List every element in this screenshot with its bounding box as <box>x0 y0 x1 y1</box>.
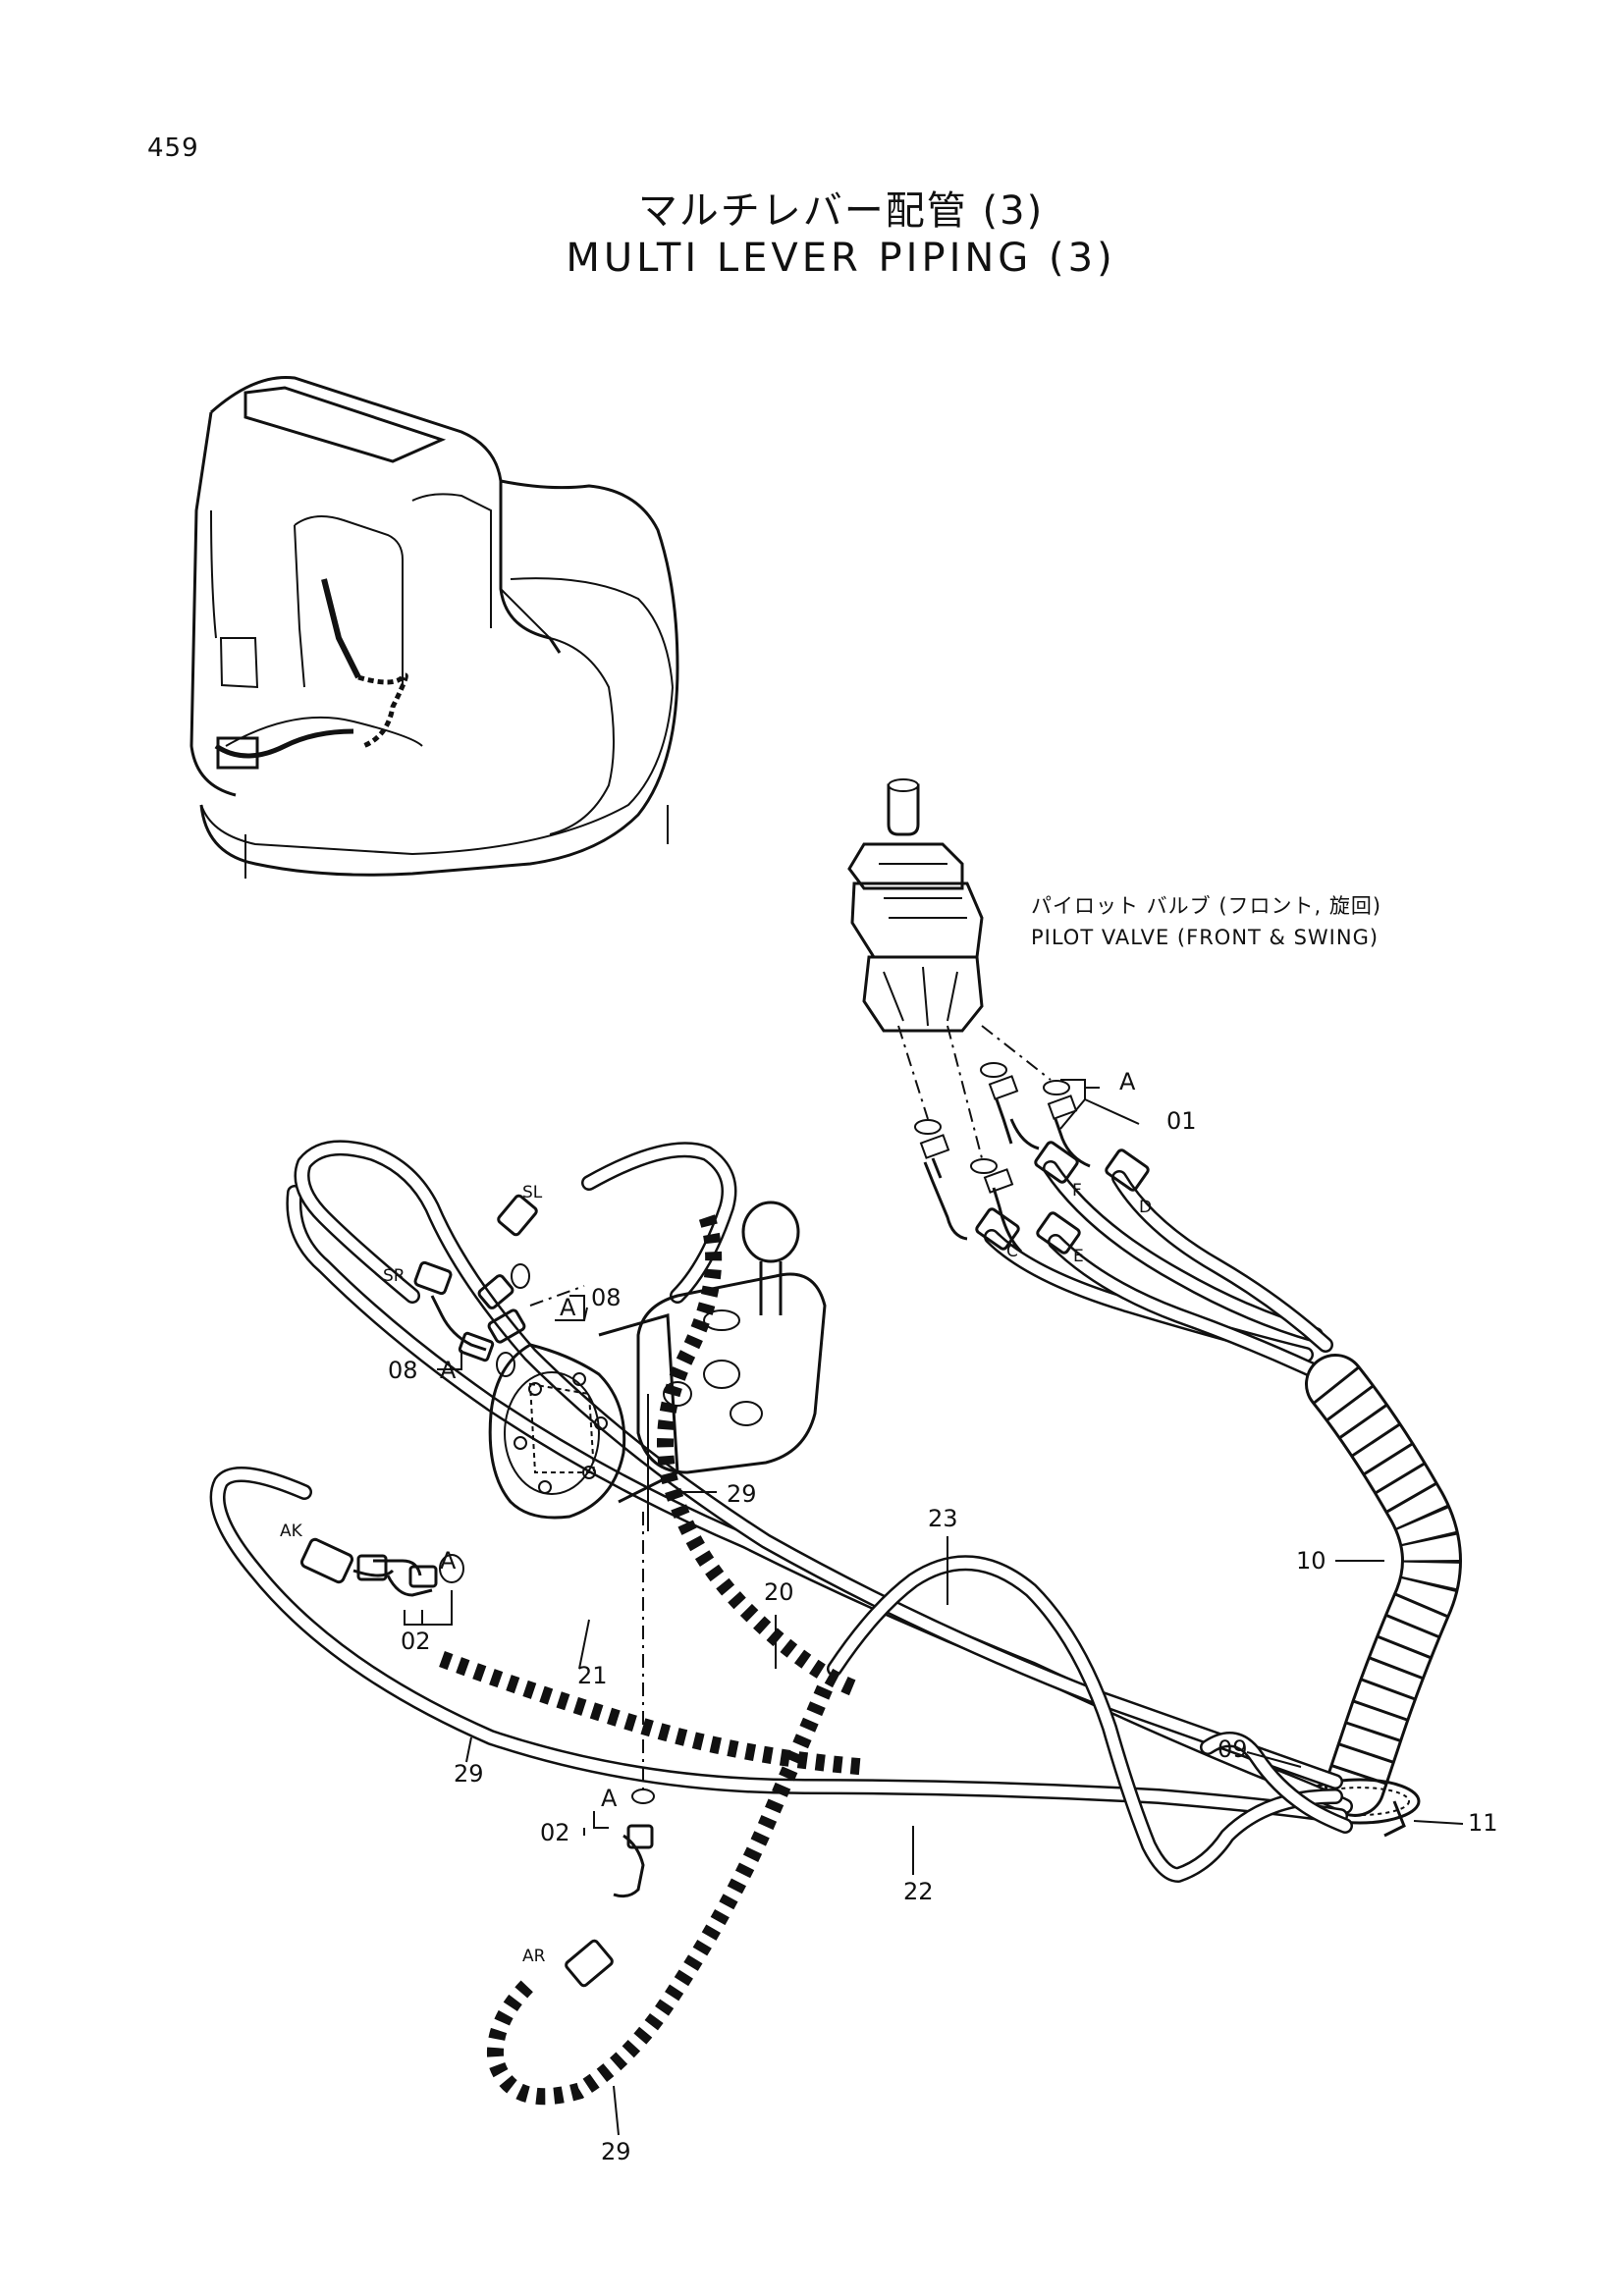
pilot-hoses-c-d-e-f <box>975 1141 1333 1377</box>
port-label-e: E <box>1073 1247 1084 1266</box>
swing-motor-block <box>488 1201 827 1531</box>
ref-mark-a: A <box>440 1357 457 1384</box>
callout-29-center: 29 <box>727 1480 757 1508</box>
elbow-fittings <box>919 1075 1091 1254</box>
callout-01: 01 <box>1166 1107 1197 1135</box>
callout-11: 11 <box>1468 1809 1498 1837</box>
main-hoses <box>209 1140 1353 1883</box>
port-label-sr: SR <box>383 1266 406 1286</box>
protective-sleeve <box>1305 1354 1462 1817</box>
callout-08-lower: 08 <box>388 1357 418 1384</box>
port-label-ak: AK <box>280 1522 303 1541</box>
ref-mark-a: A <box>601 1785 618 1812</box>
spiral-guard-hoses <box>439 1214 865 2106</box>
port-label-sl: SL <box>522 1183 543 1202</box>
ref-mark-a: A <box>440 1547 457 1575</box>
centerline <box>981 1025 1052 1081</box>
hose-end-fittings <box>299 1194 655 1988</box>
centerline <box>947 1025 983 1159</box>
port-label-f: F <box>1072 1181 1082 1201</box>
page-number: 459 <box>147 133 199 163</box>
pilot-valve-label-jp: パイロット バルブ (フロント, 旋回) <box>1031 894 1381 918</box>
excavator-cab-illustration <box>189 375 679 879</box>
callout-02-lower: 02 <box>540 1819 570 1846</box>
o-rings <box>914 1062 1070 1174</box>
ref-mark-a: A <box>560 1294 576 1321</box>
callout-08-upper: 08 <box>591 1284 622 1311</box>
callout-09: 09 <box>1217 1735 1248 1763</box>
pilot-valve-label-en: PILOT VALVE (FRONT & SWING) <box>1031 926 1379 949</box>
callout-20: 20 <box>764 1578 794 1606</box>
title-english: MULTI LEVER PIPING (3) <box>566 236 1116 281</box>
callout-29-bottom: 29 <box>601 2138 631 2165</box>
title-japanese: マルチレバー配管 (3) <box>637 188 1045 234</box>
port-label-ar: AR <box>522 1947 546 1966</box>
pilot-valve-illustration <box>847 778 984 1033</box>
ref-mark-a: A <box>1119 1068 1136 1095</box>
centerline <box>529 1285 585 1307</box>
leader-lines <box>404 1079 1464 2136</box>
callout-29-left: 29 <box>454 1760 484 1788</box>
centerline <box>897 1025 929 1120</box>
callout-21: 21 <box>577 1662 608 1689</box>
callout-10: 10 <box>1296 1547 1326 1575</box>
port-label-c: C <box>1006 1242 1018 1261</box>
callout-22: 22 <box>903 1878 934 1905</box>
port-label-d: D <box>1139 1198 1152 1217</box>
callout-02-upper: 02 <box>401 1628 431 1655</box>
callout-23: 23 <box>928 1505 958 1532</box>
